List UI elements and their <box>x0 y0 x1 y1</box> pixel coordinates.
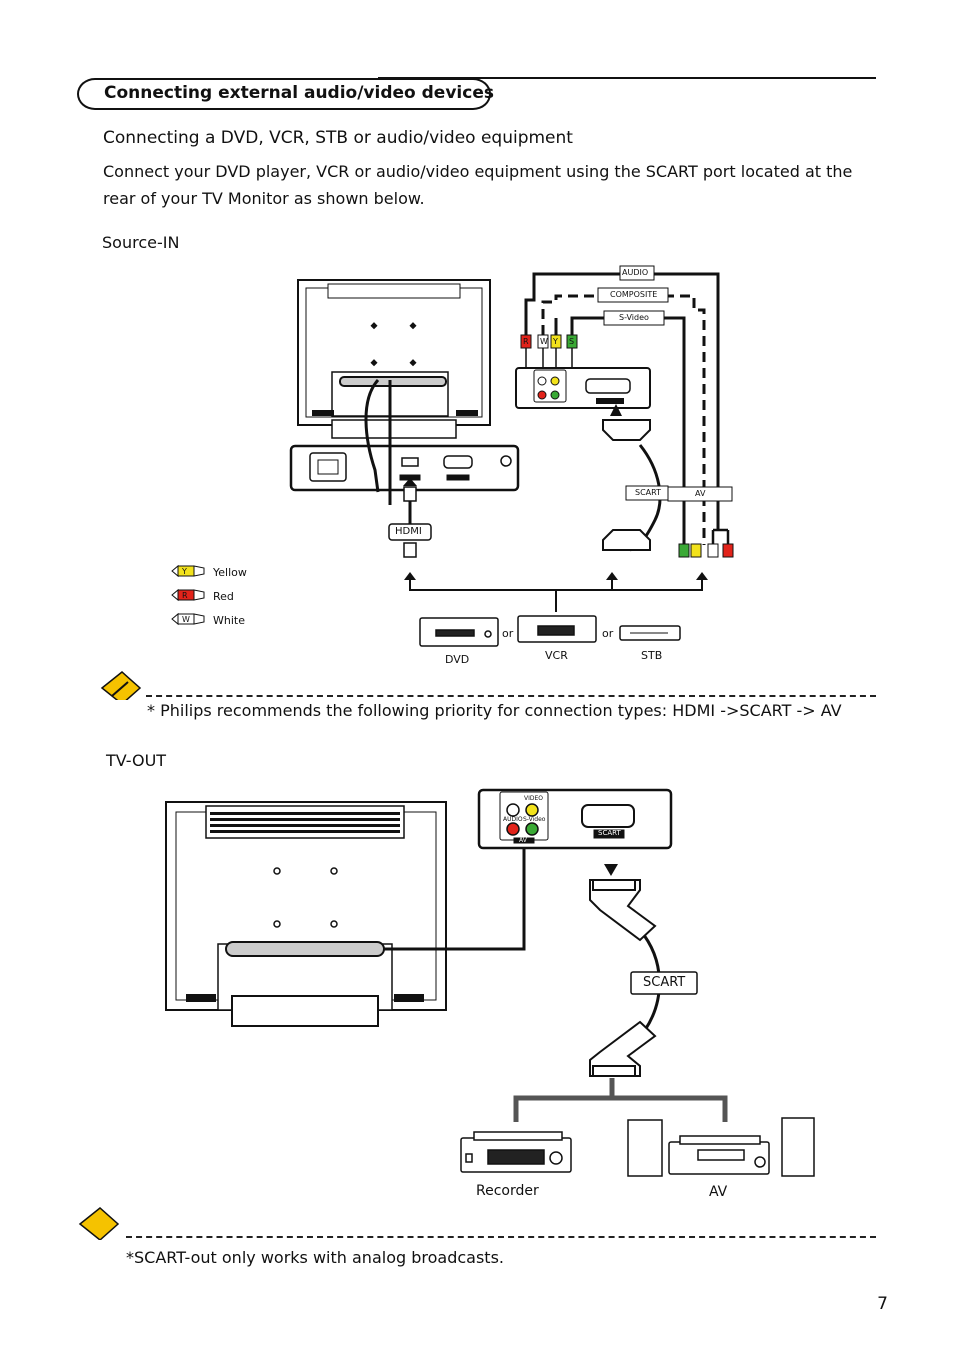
panel-scart-label: SCART <box>598 829 621 837</box>
svideo-cable-label: S-Video <box>619 313 649 322</box>
plug-y: Y <box>553 337 558 346</box>
dvd-label: DVD <box>445 653 470 666</box>
recorder-illustration <box>460 1131 572 1173</box>
av-device-label: AV <box>709 1184 728 1200</box>
dvd-player-illustration <box>419 617 499 647</box>
legend-letter-r: R <box>182 591 188 600</box>
output-bus <box>513 1078 728 1122</box>
panel-svideo-label: S-Video <box>523 816 546 823</box>
legend-letter-w: W <box>182 615 190 624</box>
stb-illustration <box>619 625 681 641</box>
audio-cable-label: AUDIO <box>622 268 649 277</box>
note-pencil-icon-2 <box>78 1207 120 1240</box>
tv-out-scart-label: SCART <box>643 975 686 990</box>
recorder-label: Recorder <box>476 1183 539 1199</box>
or-label-2: or <box>602 627 614 640</box>
panel-audio-label: AUDIO <box>503 816 523 823</box>
note-separator-2 <box>126 1236 876 1238</box>
vcr-illustration <box>517 615 597 643</box>
plug-w: W <box>540 337 548 346</box>
plug-r: R <box>523 337 529 346</box>
vcr-label: VCR <box>545 649 568 662</box>
scart-analog-note: *SCART-out only works with analog broadc… <box>126 1248 504 1267</box>
legend-white: White <box>213 614 245 627</box>
legend-plugs <box>171 564 205 626</box>
legend-red: Red <box>213 590 234 603</box>
legend-yellow: Yellow <box>213 566 247 579</box>
note-separator-1 <box>146 695 876 697</box>
or-label-1: or <box>502 627 514 640</box>
device-bus <box>409 576 703 612</box>
panel-video-label: VIDEO <box>524 795 544 802</box>
note-pencil-icon <box>100 671 142 700</box>
legend-letter-y: Y <box>182 567 187 576</box>
source-in-label: Source-IN <box>102 233 180 252</box>
header-pill <box>77 78 491 110</box>
av-scart-panel <box>515 367 651 409</box>
header-rule <box>378 77 876 79</box>
av-system-illustration <box>627 1117 815 1177</box>
plug-s: S <box>569 337 575 346</box>
intro-paragraph: Connect your DVD player, VCR or audio/vi… <box>103 162 853 208</box>
subsection-title: Connecting a DVD, VCR, STB or audio/vide… <box>103 128 573 148</box>
stb-label: STB <box>641 649 663 662</box>
tv-out-label: TV-OUT <box>106 751 167 770</box>
panel-av-label: AV <box>519 837 527 844</box>
av-cable-label: AV <box>695 489 706 498</box>
tv-input-panel <box>289 444 520 492</box>
scart-cable-label: SCART <box>635 488 661 497</box>
tv-out-back-illustration <box>165 801 447 1027</box>
priority-note: * Philips recommends the following prior… <box>147 701 842 720</box>
source-in-diagram <box>100 265 734 700</box>
page-number: 7 <box>877 1294 888 1314</box>
section-title: Connecting external audio/video devices <box>104 83 494 103</box>
hdmi-cable-label: HDMI <box>395 526 422 537</box>
tv-out-diagram <box>78 788 815 1240</box>
composite-cable-label: COMPOSITE <box>610 290 658 299</box>
